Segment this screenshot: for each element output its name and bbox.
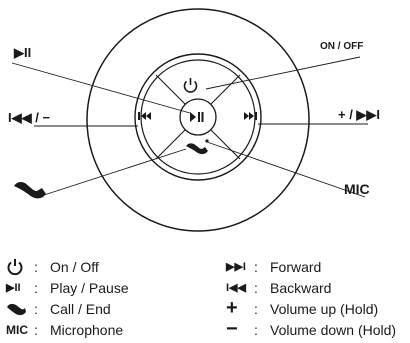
minus-icon: − xyxy=(226,318,238,340)
legend-label: Call / End xyxy=(50,300,111,317)
legend-label: Forward xyxy=(270,258,322,275)
legend-label: Microphone xyxy=(50,321,124,338)
legend-item: I◀◀ : Backward xyxy=(226,277,410,298)
backward-icon: I◀◀ xyxy=(226,282,246,294)
legend-label: Volume down (Hold) xyxy=(270,321,397,338)
legend-item: − : Volume down (Hold) xyxy=(226,318,410,340)
play-pause-icon: ▶II xyxy=(6,282,21,294)
legend-label: Play / Pause xyxy=(50,279,129,296)
legend-label: Volume up (Hold) xyxy=(270,300,379,317)
callout-mic: MIC xyxy=(344,181,370,197)
legend-item: ▶II : Play / Pause xyxy=(6,277,211,298)
callout-play-pause: ▶II xyxy=(14,45,32,60)
legend-item: ▶▶I : Forward xyxy=(226,256,410,277)
backward-button-icon xyxy=(138,112,151,120)
legend-separator: : xyxy=(254,258,258,275)
control-ring-outer xyxy=(134,53,262,181)
callout-backward-minus: I◀◀ / − xyxy=(8,110,51,125)
legend-right: ▶▶I : Forward I◀◀ : Backward + : Volume … xyxy=(226,256,410,341)
callout-plus-forward: + / ▶▶I xyxy=(338,107,381,122)
legend-item: : On / Off xyxy=(6,256,211,277)
power-button-icon xyxy=(183,78,198,93)
legend-item: MIC : Microphone xyxy=(6,319,211,340)
callout-on-off: ON / OFF xyxy=(320,41,364,52)
mic-hole-icon xyxy=(205,139,209,143)
plus-icon: + xyxy=(226,297,238,319)
forward-icon: ▶▶I xyxy=(226,261,246,273)
legend-separator: : xyxy=(34,321,38,338)
legend-left: : On / Off ▶II : Play / Pause : Call / E… xyxy=(6,256,211,340)
legend-separator: : xyxy=(34,300,38,317)
microphone-text-icon: MIC xyxy=(6,322,28,337)
legend-separator: : xyxy=(34,279,38,296)
phone-button-icon xyxy=(186,143,208,155)
legend-label: Backward xyxy=(270,279,332,296)
legend-separator: : xyxy=(254,321,258,338)
forward-button-icon xyxy=(244,112,257,120)
legend-label: On / Off xyxy=(50,258,99,275)
legend-item: : Call / End xyxy=(6,298,211,319)
legend-separator: : xyxy=(254,279,258,296)
legend-separator: : xyxy=(254,300,258,317)
power-icon xyxy=(6,258,34,276)
phone-icon xyxy=(6,302,34,316)
speaker-control-diagram xyxy=(11,8,368,232)
call-callout-icon xyxy=(14,182,46,199)
play-pause-button-icon xyxy=(190,112,204,122)
legend-separator: : xyxy=(34,258,38,275)
legend-item: + : Volume up (Hold) xyxy=(226,297,410,319)
